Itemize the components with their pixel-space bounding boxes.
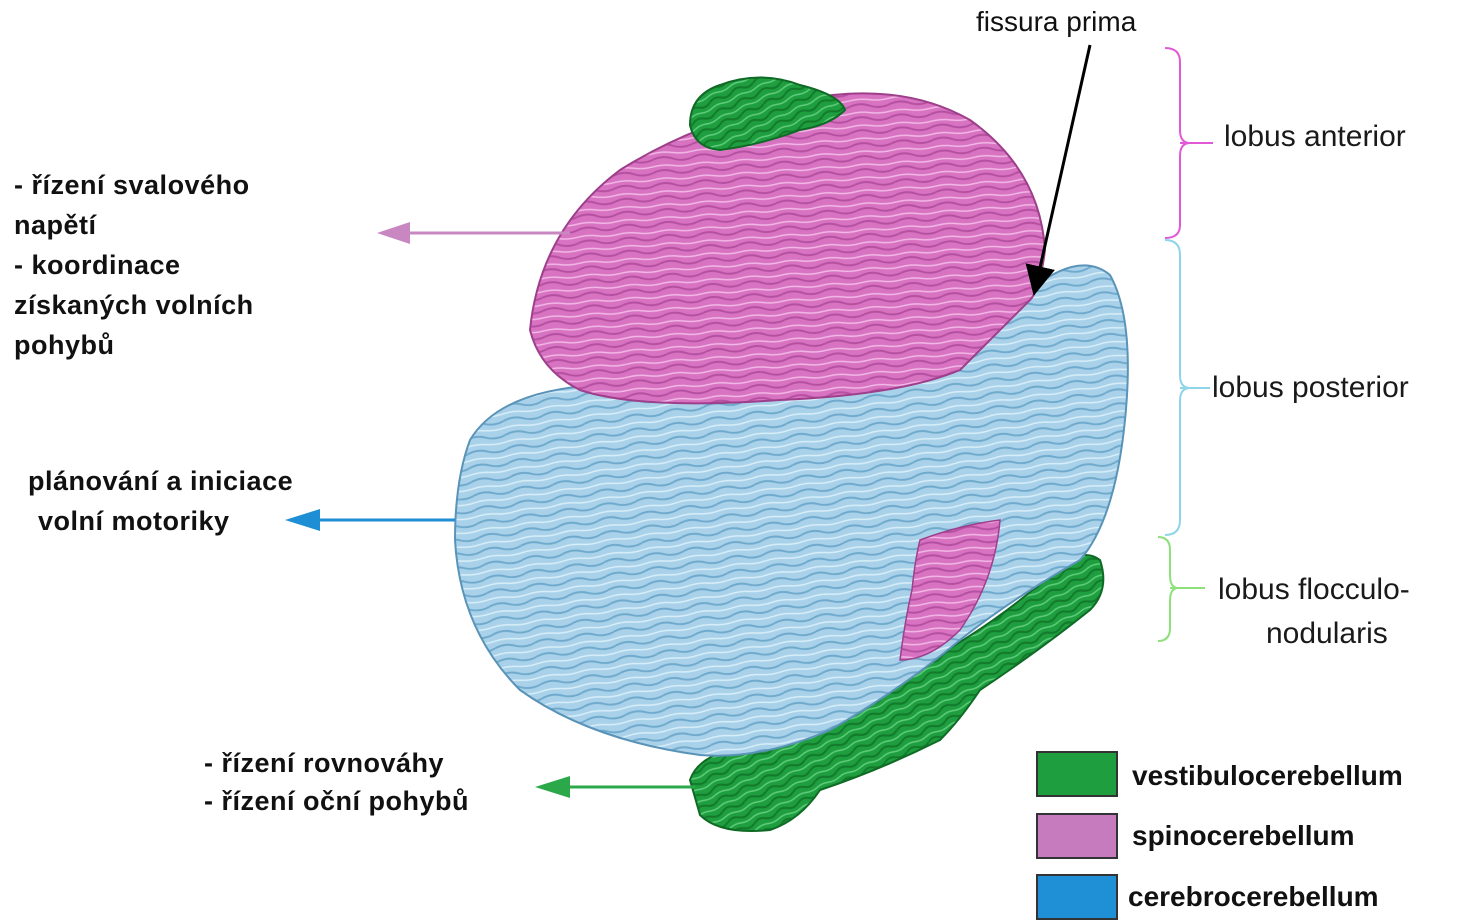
legend-swatch-cerebro: [1036, 874, 1118, 920]
spino-function-line: pohybů: [14, 325, 114, 365]
legend-label-vestibulo: vestibulocerebellum: [1132, 760, 1403, 792]
bracket-posterior: [1165, 240, 1210, 535]
legend-label-spino: spinocerebellum: [1132, 820, 1355, 852]
legend-label-cerebro: cerebrocerebellum: [1128, 881, 1379, 913]
fissura-pointer: [1035, 45, 1090, 290]
bracket-flocculo: [1158, 537, 1205, 641]
cerebro-function-line: volní motoriky: [38, 501, 230, 541]
lobus-posterior-label: lobus posterior: [1212, 366, 1409, 410]
lobus-flocculo-label-line1: lobus flocculo-: [1218, 568, 1410, 612]
vestibulo-function-arrow: [535, 776, 695, 798]
lobus-flocculo-label-line2: nodularis: [1266, 612, 1388, 656]
lobus-anterior-label: lobus anterior: [1224, 115, 1406, 159]
spino-function-line: - koordinace: [14, 245, 181, 285]
spino-function-line: získaných volních: [14, 285, 254, 325]
cerebro-function-arrow: [285, 509, 455, 531]
vestibulo-function-line: - řízení rovnováhy: [204, 743, 444, 783]
cerebro-function-line: plánování a iniciace: [28, 461, 293, 501]
bracket-anterior: [1165, 48, 1213, 238]
legend-swatch-vestibulo: [1036, 751, 1118, 797]
spino-function-line: napětí: [14, 205, 97, 245]
spino-function-arrow: [377, 222, 570, 244]
legend-swatch-spino: [1036, 813, 1118, 859]
fissura-prima-label: fissura prima: [976, 6, 1136, 38]
spino-function-line: - řízení svalového: [14, 165, 250, 205]
vestibulo-function-line: - řízení oční pohybů: [204, 781, 469, 821]
